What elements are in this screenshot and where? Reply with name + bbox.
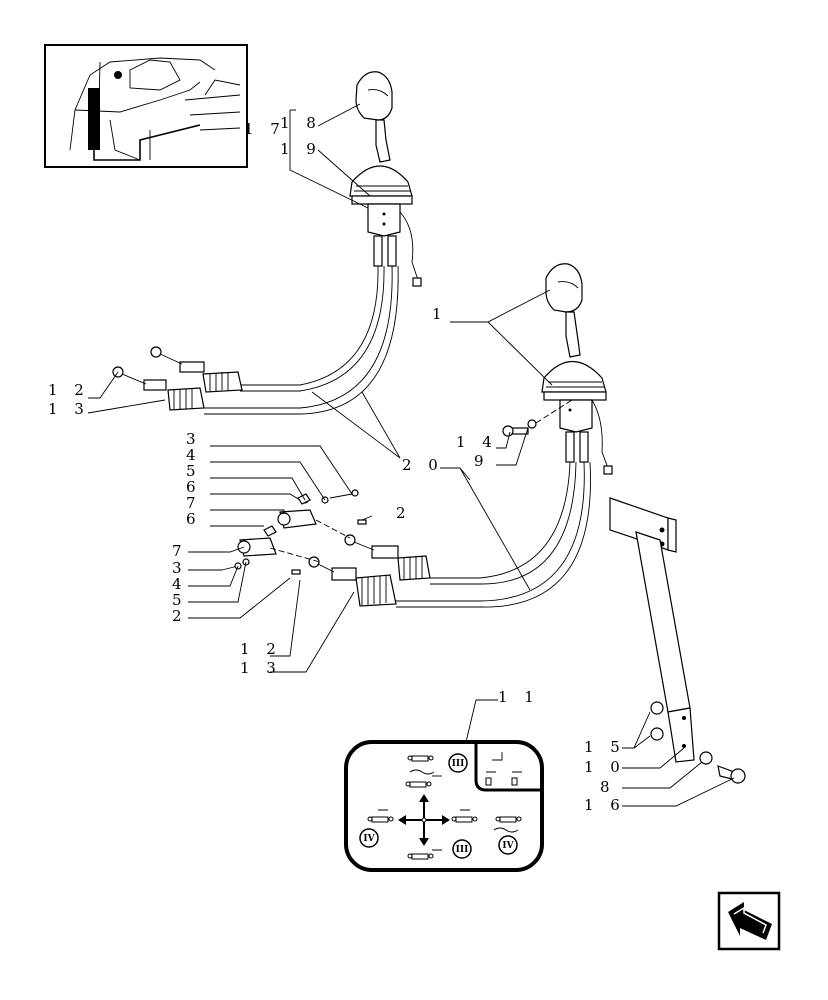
shift-pattern-decal: III III IV IV <box>344 740 544 872</box>
label-9: 9 <box>474 452 490 470</box>
lower-joystick <box>396 263 613 608</box>
label-11: 1 1 <box>498 688 540 706</box>
bolt-washer <box>502 399 573 437</box>
label-4-lower: 4 <box>172 575 188 593</box>
label-12-lower: 1 2 <box>240 640 282 658</box>
label-14: 1 4 <box>456 433 498 451</box>
upper-joystick <box>349 71 422 287</box>
label-16: 1 6 <box>584 796 626 814</box>
lower-cable-ends <box>308 534 431 607</box>
label-6-lower: 6 <box>186 510 202 528</box>
gear-range-III-top: III <box>452 759 465 769</box>
tractor-cab-inset-icon <box>44 44 248 168</box>
label-13-lower: 1 3 <box>240 659 282 677</box>
gear-range-III-bottom: III <box>456 845 469 855</box>
gear-range-IV-left: IV <box>363 834 375 844</box>
part-labels: 1 7 1 8 1 9 1 1 2 1 3 1 4 9 2 0 3 4 5 6 … <box>48 114 626 814</box>
label-19: 1 9 <box>280 140 322 158</box>
label-6-upper: 6 <box>186 478 202 496</box>
label-3-lower: 3 <box>172 559 188 577</box>
gear-range-IV-right: IV <box>502 841 514 851</box>
label-1: 1 <box>432 305 448 323</box>
label-10: 1 0 <box>584 758 626 776</box>
label-18: 1 8 <box>280 114 322 132</box>
label-5-upper: 5 <box>186 462 202 480</box>
label-7-upper: 7 <box>186 494 202 512</box>
label-2-upper: 2 <box>396 504 412 522</box>
label-12-upper: 1 2 <box>48 381 90 399</box>
mounting-bracket <box>609 497 746 784</box>
label-7-lower: 7 <box>172 542 188 560</box>
label-2-lower: 2 <box>172 607 188 625</box>
next-page-arrow-icon[interactable] <box>717 891 781 951</box>
clevis-hardware <box>221 489 367 575</box>
label-8: 8 <box>600 778 616 796</box>
label-15: 1 5 <box>584 738 626 756</box>
upper-cables <box>112 265 399 415</box>
label-17: 1 7 <box>244 120 286 138</box>
label-20: 2 0 <box>402 456 444 474</box>
leader-lines <box>87 103 735 807</box>
label-13-upper: 1 3 <box>48 400 90 418</box>
label-4-upper: 4 <box>186 446 202 464</box>
label-5-lower: 5 <box>172 591 188 609</box>
label-3-upper: 3 <box>186 430 202 448</box>
